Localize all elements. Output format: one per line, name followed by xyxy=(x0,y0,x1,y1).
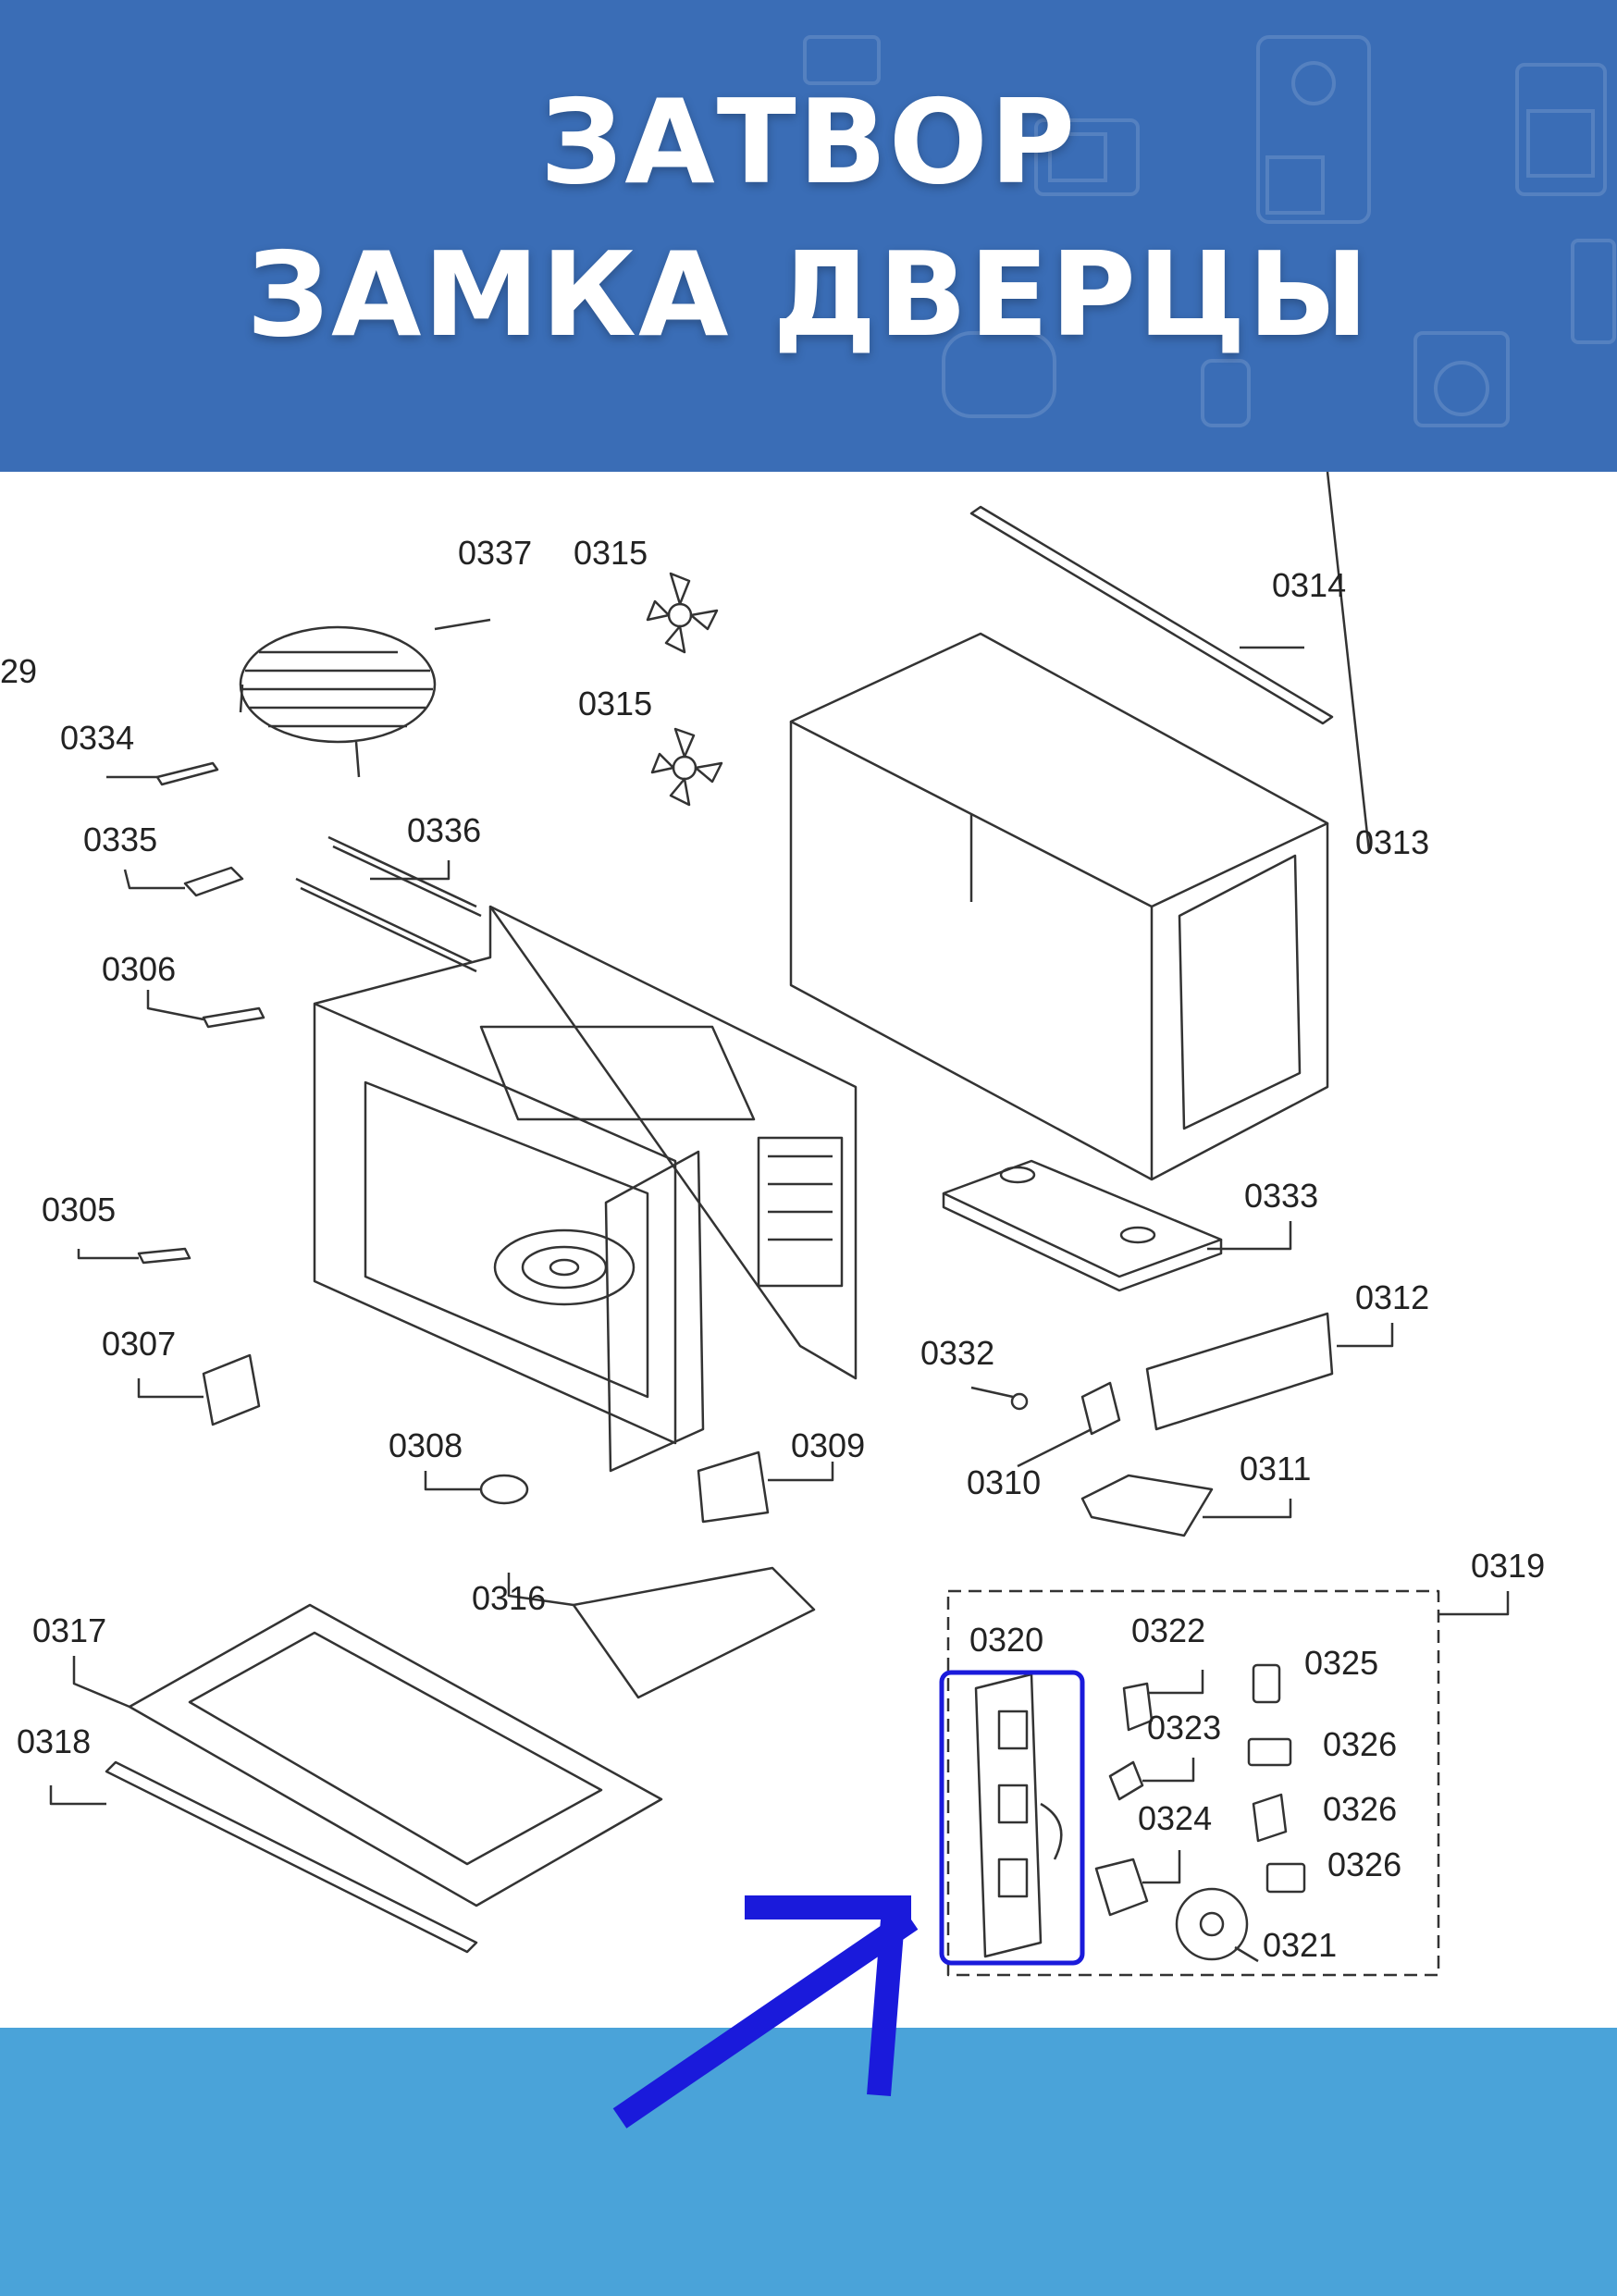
part-0308 xyxy=(424,1471,529,1505)
label-0318: 0318 xyxy=(17,1722,91,1760)
label-0312: 0312 xyxy=(1355,1278,1429,1316)
part-0321-motor xyxy=(1175,1887,1259,1963)
appliance-doodles xyxy=(803,35,1616,427)
part-0318-strip xyxy=(49,1760,478,1954)
label-0322: 0322 xyxy=(1131,1611,1205,1649)
part-0335 xyxy=(123,866,244,897)
part-0311 xyxy=(1080,1474,1292,1537)
part-0323 xyxy=(1108,1758,1195,1801)
label-0317: 0317 xyxy=(32,1611,106,1649)
part-0306 xyxy=(146,990,265,1029)
part-0307 xyxy=(137,1353,261,1426)
part-0317-base xyxy=(72,1603,663,1907)
title-line-2: ЗАМКА ДВЕРЦЫ xyxy=(246,227,1371,363)
label-0314: 0314 xyxy=(1272,566,1346,604)
part-0319-group-box xyxy=(946,1589,1510,1977)
part-0326-switch-b xyxy=(1252,1793,1288,1843)
part-0314-rail xyxy=(969,505,1334,725)
label-0335: 0335 xyxy=(83,821,157,858)
part-0316-board xyxy=(507,1566,816,1699)
label-0309: 0309 xyxy=(791,1426,865,1464)
label-0326-a: 0326 xyxy=(1323,1725,1397,1763)
label-0307: 0307 xyxy=(102,1325,176,1363)
label-0337: 0337 xyxy=(458,534,532,572)
label-0324: 0324 xyxy=(1138,1799,1212,1837)
label-0325: 0325 xyxy=(1304,1644,1378,1682)
part-0310 xyxy=(1017,1381,1121,1468)
part-0336-rods xyxy=(295,835,482,973)
label-0326-c: 0326 xyxy=(1327,1845,1401,1883)
highlight-frame-0320 xyxy=(939,1670,1085,1966)
part-0305 xyxy=(77,1247,191,1265)
label-0305: 0305 xyxy=(42,1191,116,1228)
label-0332: 0332 xyxy=(920,1334,994,1372)
part-0315-fan-top xyxy=(646,572,719,654)
part-0325 xyxy=(1252,1663,1281,1704)
part-0326-switch-a xyxy=(1247,1737,1292,1767)
part-0313-cabinet xyxy=(789,472,1371,1181)
part-0324 xyxy=(1094,1850,1181,1917)
label-0321: 0321 xyxy=(1263,1926,1337,1964)
part-0326-switch-c xyxy=(1265,1862,1306,1894)
label-0308: 0308 xyxy=(389,1426,463,1464)
part-0312 xyxy=(1145,1312,1394,1431)
label-0326-b: 0326 xyxy=(1323,1790,1397,1828)
part-0333-plate xyxy=(942,1159,1292,1292)
label-0306: 0306 xyxy=(102,950,176,988)
label-0320: 0320 xyxy=(969,1621,1043,1659)
label-0310: 0310 xyxy=(967,1463,1041,1501)
part-0322 xyxy=(1122,1670,1204,1732)
label-0336: 0336 xyxy=(407,811,481,849)
footer-band xyxy=(0,2028,1617,2296)
label-0334: 0334 xyxy=(60,719,134,757)
part-0320-door-latch xyxy=(974,1673,1063,1958)
part-0332 xyxy=(970,1386,1029,1411)
label-0315-top: 0315 xyxy=(574,534,648,572)
part-0315-fan-bottom xyxy=(650,727,723,807)
label-0329: 29 xyxy=(0,652,37,690)
label-0323: 0323 xyxy=(1147,1709,1221,1747)
part-oven-body xyxy=(313,905,858,1473)
label-0316: 0316 xyxy=(472,1579,546,1617)
part-0309 xyxy=(697,1450,834,1524)
header-banner: ЗАТВОР ЗАМКА ДВЕРЦЫ xyxy=(0,0,1617,472)
label-0311: 0311 xyxy=(1240,1450,1311,1487)
parts-diagram-area: 29 0337 0315 0315 0314 0334 0335 0336 03… xyxy=(0,472,1617,2028)
part-0337-grill xyxy=(239,618,491,778)
label-0319: 0319 xyxy=(1471,1547,1545,1585)
label-0315-bottom: 0315 xyxy=(578,685,652,722)
part-0334 xyxy=(106,761,219,786)
label-0333: 0333 xyxy=(1244,1177,1318,1215)
title-line-1: ЗАТВОР xyxy=(539,74,1078,210)
label-0313: 0313 xyxy=(1355,823,1429,861)
exploded-parts-diagram: 29 0337 0315 0315 0314 0334 0335 0336 03… xyxy=(0,472,1545,1977)
